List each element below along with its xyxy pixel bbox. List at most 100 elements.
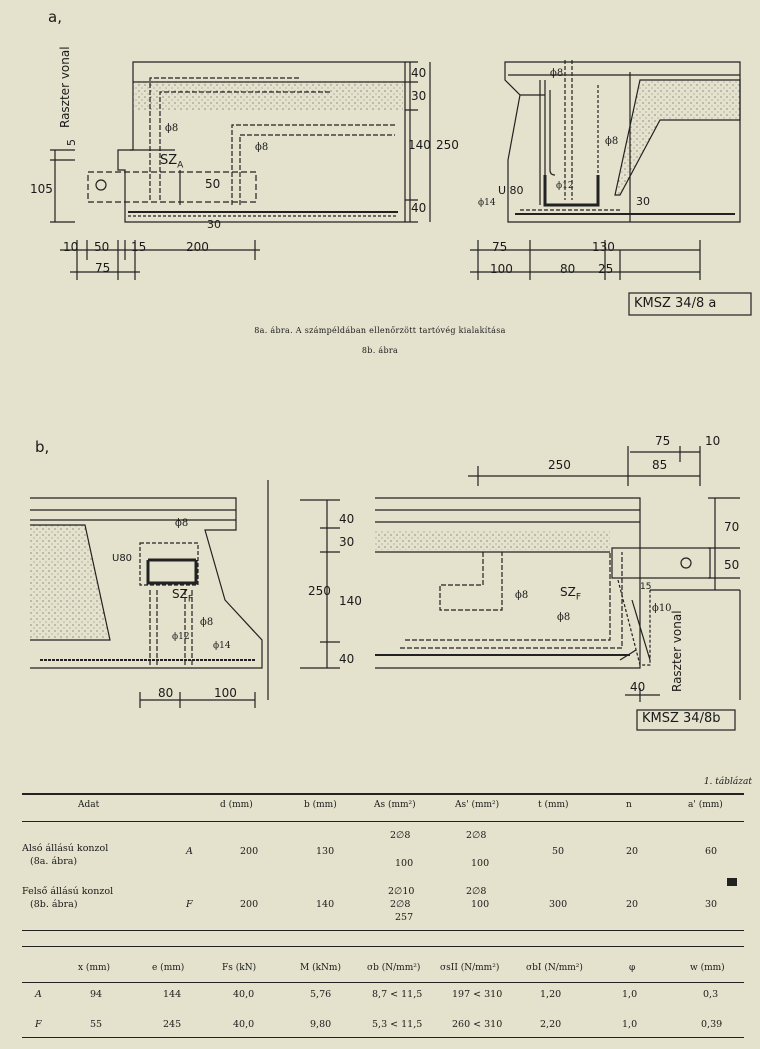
t2-h-ssii: σsII (N/mm²) xyxy=(440,963,500,973)
t1-r2-as2-1: 2∅8 xyxy=(466,886,487,897)
t2-r1-sbi: 1,20 xyxy=(540,989,562,1000)
dim-b-40-top: 40 xyxy=(339,512,355,526)
t2-r2-m: 9,80 xyxy=(310,1019,332,1030)
dim-a-15: 15 xyxy=(131,240,147,254)
t1-h-adat: Adat xyxy=(78,800,100,810)
dim-b-40-bottom: 40 xyxy=(339,652,355,666)
table-2-top-rule xyxy=(22,946,744,947)
dim-b-250: 250 xyxy=(308,584,331,598)
section-b-phi14: ϕ14 xyxy=(213,641,231,651)
rebar-b-sz: SZF xyxy=(560,585,581,602)
t1-r1-sub: (8a. ábra) xyxy=(30,856,78,867)
dim-a-10: 10 xyxy=(63,240,79,254)
section-a-phi8-right: ϕ8 xyxy=(605,136,619,147)
sz-a-label: SZA xyxy=(160,153,183,171)
t1-h-b: b (mm) xyxy=(304,800,337,810)
rebar-a-phi8-1: ϕ8 xyxy=(165,123,179,134)
dim-a-40-bottom: 40 xyxy=(411,201,427,215)
table-1-bottom-rule xyxy=(22,930,744,931)
caption-8b: 8b. ábra xyxy=(361,346,399,355)
dim-a-140: 140 xyxy=(408,138,431,152)
t2-r1-id: A xyxy=(35,989,42,1000)
dim-b-sec-80: 80 xyxy=(158,686,174,700)
t1-r1-t: 50 xyxy=(552,846,565,857)
rebar-b-phi10: ϕ10 xyxy=(652,603,672,614)
dim-b-right-70: 70 xyxy=(724,520,740,534)
t1-r2-as-3: 257 xyxy=(395,912,414,923)
dim-b-sec-100: 100 xyxy=(214,686,237,700)
t2-r1-fs: 40,0 xyxy=(233,989,255,1000)
t2-r1-sb: 8,7 < 11,5 xyxy=(372,989,423,1000)
t1-r2-a: 30 xyxy=(705,899,718,910)
t2-h-sbi: σbI (N/mm²) xyxy=(526,963,583,973)
dim-a-inner-30: 30 xyxy=(207,218,221,231)
t2-r2-sbi: 2,20 xyxy=(540,1019,562,1030)
code-a: KMSZ 34/8 a xyxy=(634,296,717,311)
figure-a-label: a, xyxy=(48,8,62,26)
section-a-phi12: ϕ12 xyxy=(556,181,574,191)
t1-r2-t: 300 xyxy=(549,899,568,910)
dim-b-top-85: 85 xyxy=(652,458,668,472)
t1-r1-b: 130 xyxy=(316,846,335,857)
t2-h-w: w (mm) xyxy=(690,963,725,973)
t1-r2-d: 200 xyxy=(240,899,259,910)
table-2-bottom-rule xyxy=(22,1037,744,1038)
t1-r1-as2-1: 2∅8 xyxy=(466,830,487,841)
t1-r1-d: 200 xyxy=(240,846,259,857)
caption-8a: 8a. ábra. A számpéldában ellenőrzött tar… xyxy=(254,326,506,335)
dim-b-140: 140 xyxy=(339,594,362,608)
dim-a-50: 50 xyxy=(94,240,110,254)
dim-b-30: 30 xyxy=(339,535,355,549)
t2-r1-phi: 1,0 xyxy=(622,989,638,1000)
dim-b-top-250: 250 xyxy=(548,458,571,472)
t1-r2-id: F xyxy=(186,899,193,910)
rebar-b-sz-text: SZ xyxy=(560,585,576,599)
t2-r1-ssii: 197 < 310 xyxy=(452,989,503,1000)
section-b-u80: U80 xyxy=(112,553,133,564)
rebar-a-phi8-2: ϕ8 xyxy=(255,142,269,153)
t2-r2-w: 0,39 xyxy=(701,1019,723,1030)
rebar-b-15: 15 xyxy=(640,582,652,592)
section-a-30: 30 xyxy=(636,195,650,208)
t1-r2-as-2: 2∅8 xyxy=(390,899,411,910)
t1-r1-n: 20 xyxy=(626,846,639,857)
dim-b-top-75: 75 xyxy=(655,434,671,448)
dim-a-75: 75 xyxy=(95,261,111,275)
t2-h-sb: σb (N/mm²) xyxy=(367,963,421,973)
t1-h-as2: As' (mm²) xyxy=(455,800,500,810)
dim-a-sec-130: 130 xyxy=(592,240,615,254)
t1-r1-a: 60 xyxy=(705,846,718,857)
t2-r1-e: 144 xyxy=(163,989,182,1000)
section-b-sz-text: SZ xyxy=(172,587,188,601)
t2-r2-x: 55 xyxy=(90,1019,103,1030)
dim-a-40-top: 40 xyxy=(411,66,427,80)
t2-h-x: x (mm) xyxy=(78,963,111,973)
t1-h-t: t (mm) xyxy=(538,800,569,810)
t1-h-d: d (mm) xyxy=(220,800,253,810)
code-b: KMSZ 34/8b xyxy=(642,711,721,726)
section-a-u80: U 80 xyxy=(498,184,524,197)
dim-a-sec-75: 75 xyxy=(492,240,508,254)
dim-b-bottom-40: 40 xyxy=(630,680,646,694)
dim-b-right-50: 50 xyxy=(724,558,740,572)
t1-r2-as2-2: 100 xyxy=(471,899,490,910)
section-b-phi8: ϕ8 xyxy=(175,518,189,529)
t1-r2-as-1: 2∅10 xyxy=(388,886,415,897)
table-1-title: 1. táblázat xyxy=(703,777,752,787)
section-a-phi8-top: ϕ8 xyxy=(550,68,564,79)
t1-r1-as2-3: 100 xyxy=(471,858,490,869)
t1-h-n: n xyxy=(626,800,632,810)
rebar-b-phi8-2: ϕ8 xyxy=(557,612,571,623)
raszter-label-b: Raszter vonal xyxy=(670,610,684,692)
section-b-phi8-2: ϕ8 xyxy=(200,617,214,628)
t2-r2-fs: 40,0 xyxy=(233,1019,255,1030)
t1-h-as: As (mm²) xyxy=(374,800,416,810)
dim-a-sec-25: 25 xyxy=(598,262,614,276)
section-a-phi14: ϕ14 xyxy=(478,198,496,208)
t2-h-fs: Fs (kN) xyxy=(222,963,257,973)
dim-a-inner-50: 50 xyxy=(205,177,221,191)
t2-r2-id: F xyxy=(35,1019,42,1030)
t2-r2-ssii: 260 < 310 xyxy=(452,1019,503,1030)
table-2-header-rule xyxy=(22,982,744,983)
dim-a-105: 105 xyxy=(30,182,53,196)
